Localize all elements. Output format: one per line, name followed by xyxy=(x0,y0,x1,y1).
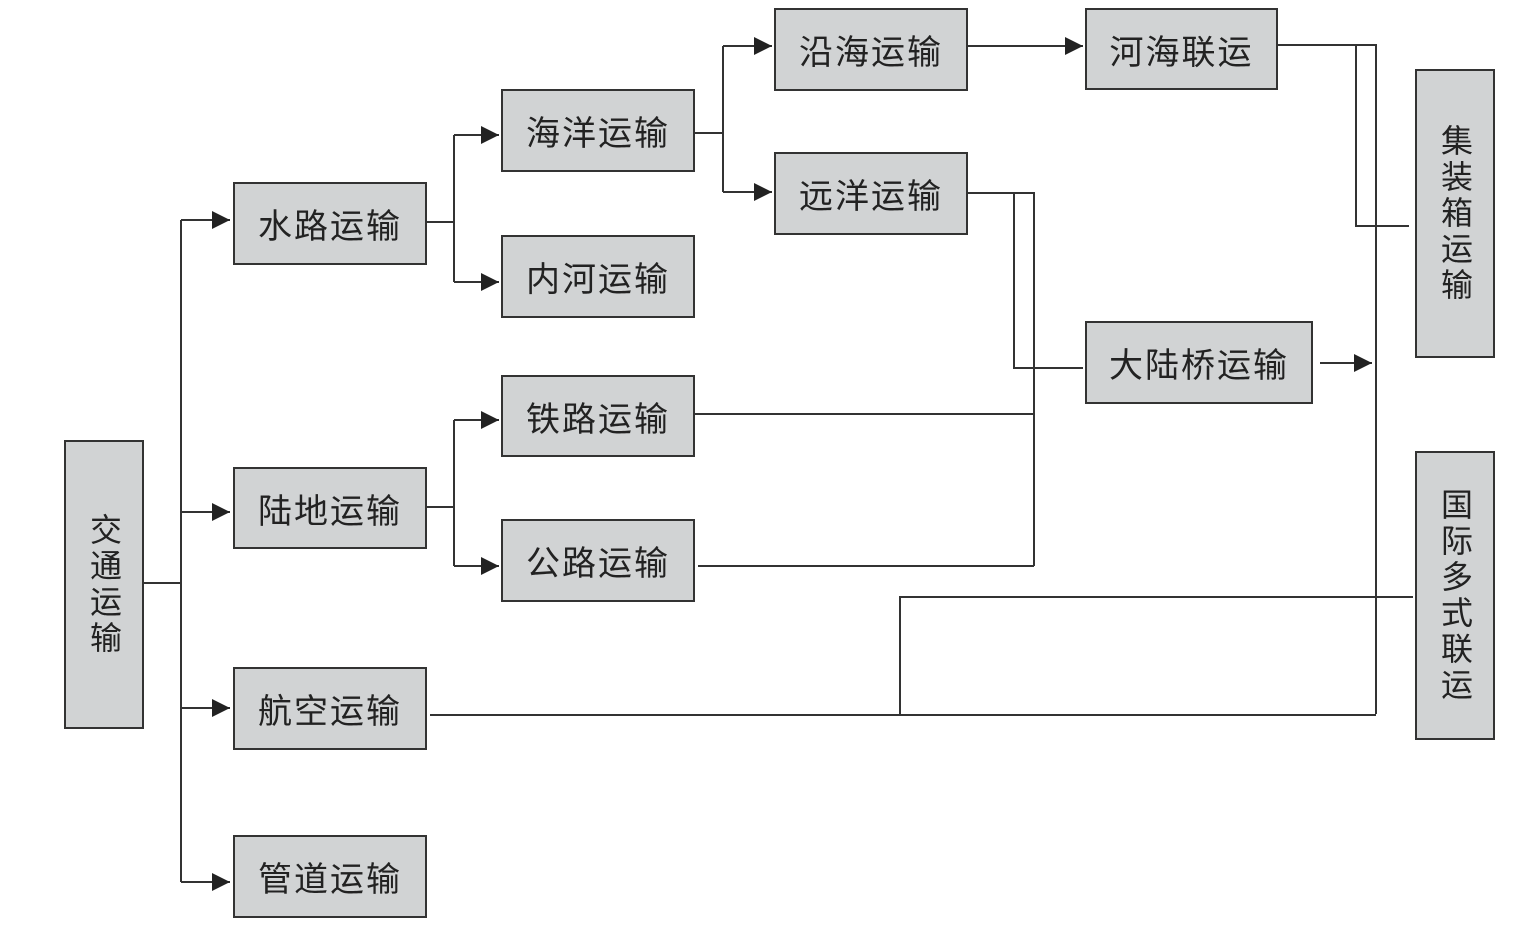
node-root: 交通运输 xyxy=(64,440,144,729)
node-inland-river: 内河运输 xyxy=(501,235,695,318)
node-highway: 公路运输 xyxy=(501,519,695,602)
node-land: 陆地运输 xyxy=(233,467,427,549)
node-coastal: 沿海运输 xyxy=(774,8,968,91)
node-ocean: 海洋运输 xyxy=(501,89,695,172)
node-river-sea: 河海联运 xyxy=(1085,8,1278,90)
node-container: 集装箱运输 xyxy=(1415,69,1495,358)
node-deep-sea: 远洋运输 xyxy=(774,152,968,235)
node-land-bridge: 大陆桥运输 xyxy=(1085,321,1313,404)
node-water: 水路运输 xyxy=(233,182,427,265)
node-air: 航空运输 xyxy=(233,667,427,750)
node-railway: 铁路运输 xyxy=(501,375,695,457)
node-multimodal: 国际多式联运 xyxy=(1415,451,1495,740)
node-pipeline: 管道运输 xyxy=(233,835,427,918)
